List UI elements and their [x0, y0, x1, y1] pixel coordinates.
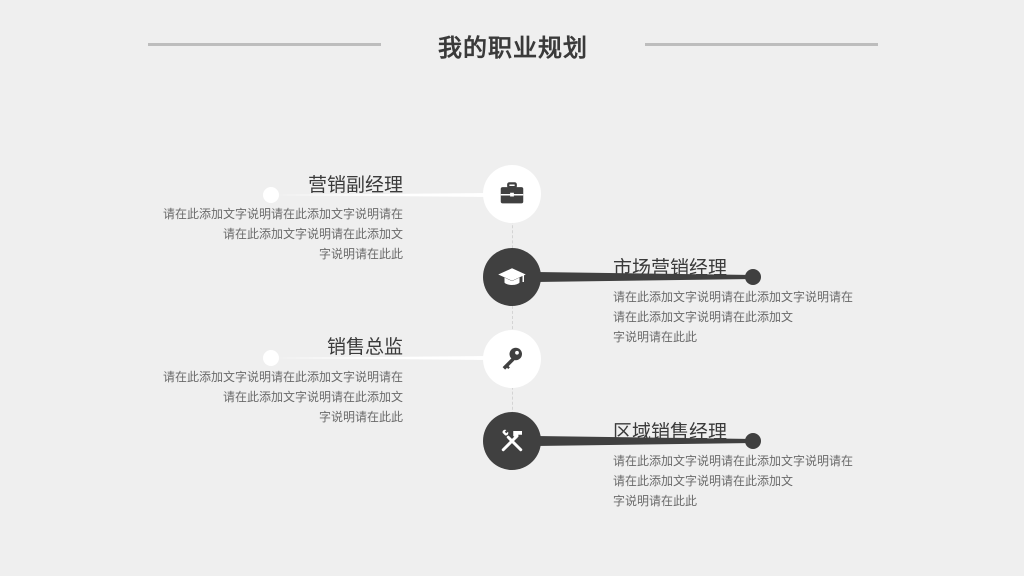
timeline-node: [483, 165, 541, 223]
connector-line: [536, 272, 754, 282]
description-line: 请在此添加文字说明请在此添加文字说明请在: [162, 207, 403, 221]
description-line: 请在此添加文字说明请在此添加文: [613, 474, 794, 488]
description-line: 请在此添加文字说明请在此添加文: [613, 310, 794, 324]
description-line: 字说明请在此此: [318, 410, 403, 424]
item-title: 销售总监: [326, 336, 403, 358]
briefcase-icon: [500, 182, 524, 204]
connector-line: [270, 356, 490, 360]
connector-line: [536, 436, 754, 446]
item-description: 请在此添加文字说明请在此添加文字说明请在 请在此添加文字说明请在此添加文 字说明…: [613, 451, 873, 511]
graduation-cap-icon: [498, 268, 526, 285]
description-line: 字说明请在此此: [318, 247, 403, 261]
connector-dot: [263, 187, 279, 203]
description-line: 请在此添加文字说明请在此添加文字说明请在: [613, 290, 854, 304]
timeline-node: [483, 330, 541, 388]
description-line: 请在此添加文字说明请在此添加文: [222, 390, 403, 404]
description-line: 请在此添加文字说明请在此添加文字说明请在: [162, 370, 403, 384]
item-title: 营销副经理: [307, 174, 403, 196]
page-title: 我的职业规划: [438, 34, 588, 62]
key-icon: [502, 347, 522, 370]
description-line: 请在此添加文字说明请在此添加文字说明请在: [613, 454, 854, 468]
header-line-left: [148, 43, 381, 46]
timeline-node: [483, 412, 541, 470]
connector-dot: [263, 350, 279, 366]
header-line-right: [645, 43, 878, 46]
description-line: 请在此添加文字说明请在此添加文: [222, 227, 403, 241]
item-description: 请在此添加文字说明请在此添加文字说明请在 请在此添加文字说明请在此添加文 字说明…: [613, 287, 873, 347]
connector-dot: [745, 433, 761, 449]
tools-icon: [501, 429, 523, 452]
connector-line: [270, 193, 490, 197]
item-description: 请在此添加文字说明请在此添加文字说明请在 请在此添加文字说明请在此添加文 字说明…: [143, 204, 403, 264]
timeline-line: [512, 200, 513, 440]
connector-dot: [745, 269, 761, 285]
item-description: 请在此添加文字说明请在此添加文字说明请在 请在此添加文字说明请在此添加文 字说明…: [143, 367, 403, 427]
timeline-node: [483, 248, 541, 306]
description-line: 字说明请在此此: [613, 494, 698, 508]
description-line: 字说明请在此此: [613, 330, 698, 344]
